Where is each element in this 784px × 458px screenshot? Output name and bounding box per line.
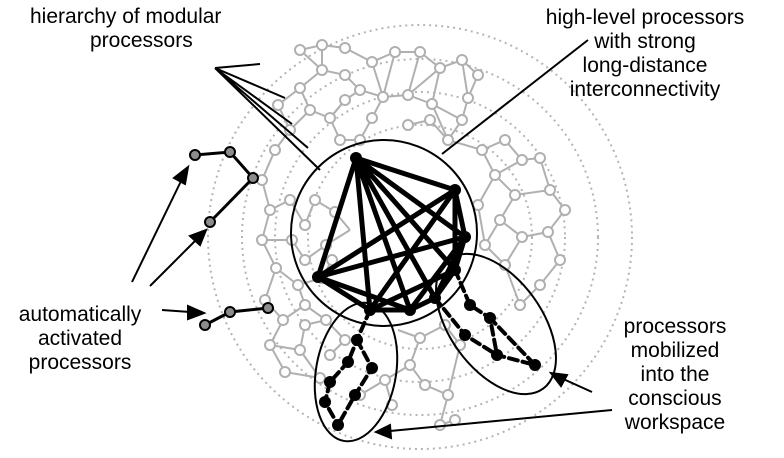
ring-2 — [274, 91, 566, 383]
ring-1 — [307, 124, 533, 350]
label-mobilized-line-3: into the — [640, 363, 710, 386]
ring-outer — [207, 24, 633, 450]
label-mobilized-line-2: mobilized — [630, 339, 720, 362]
ring-3 — [241, 58, 599, 416]
label-hierarchy-line-2: processors — [90, 29, 193, 52]
label-automatic-line-3: processors — [28, 351, 132, 374]
label-high-level-line-2: with strong — [594, 30, 696, 53]
arrowhead-up-2 — [188, 228, 208, 247]
label-automatic: automatically activated processors — [0, 303, 160, 375]
arrowhead-right-1 — [187, 304, 207, 321]
label-mobilized-line-5: workspace — [624, 411, 726, 434]
label-high-level-line-4: interconnectivity — [569, 78, 721, 101]
label-mobilized-line-4: conscious — [628, 387, 722, 410]
label-high-level-line-1: high-level processors — [545, 6, 745, 29]
label-mobilized: processors mobilized into the conscious … — [590, 315, 760, 435]
arrowhead-left-1 — [548, 371, 569, 388]
active-nodes — [312, 152, 541, 431]
gray-network — [256, 39, 571, 431]
left-workspace-ellipse — [313, 301, 399, 443]
arrowhead-left-2 — [373, 423, 393, 440]
label-high-level: high-level processors with strong long-d… — [530, 6, 760, 102]
label-hierarchy-line-1: hierarchy of modular — [30, 5, 222, 28]
label-mobilized-line-1: processors — [623, 315, 727, 338]
label-automatic-line-1: automatically — [18, 303, 142, 326]
concentric-dotted-rings — [207, 24, 633, 450]
core-network — [315, 155, 468, 313]
pointer-lines — [214, 39, 589, 171]
label-hierarchy: hierarchy of modular processors — [30, 5, 221, 53]
automatic-processors — [189, 146, 274, 331]
label-automatic-line-2: activated — [37, 327, 123, 350]
label-high-level-line-3: long-distance — [582, 54, 708, 77]
core-circle — [290, 139, 478, 327]
arrowhead-up-1 — [172, 164, 190, 186]
arrows — [131, 164, 613, 440]
